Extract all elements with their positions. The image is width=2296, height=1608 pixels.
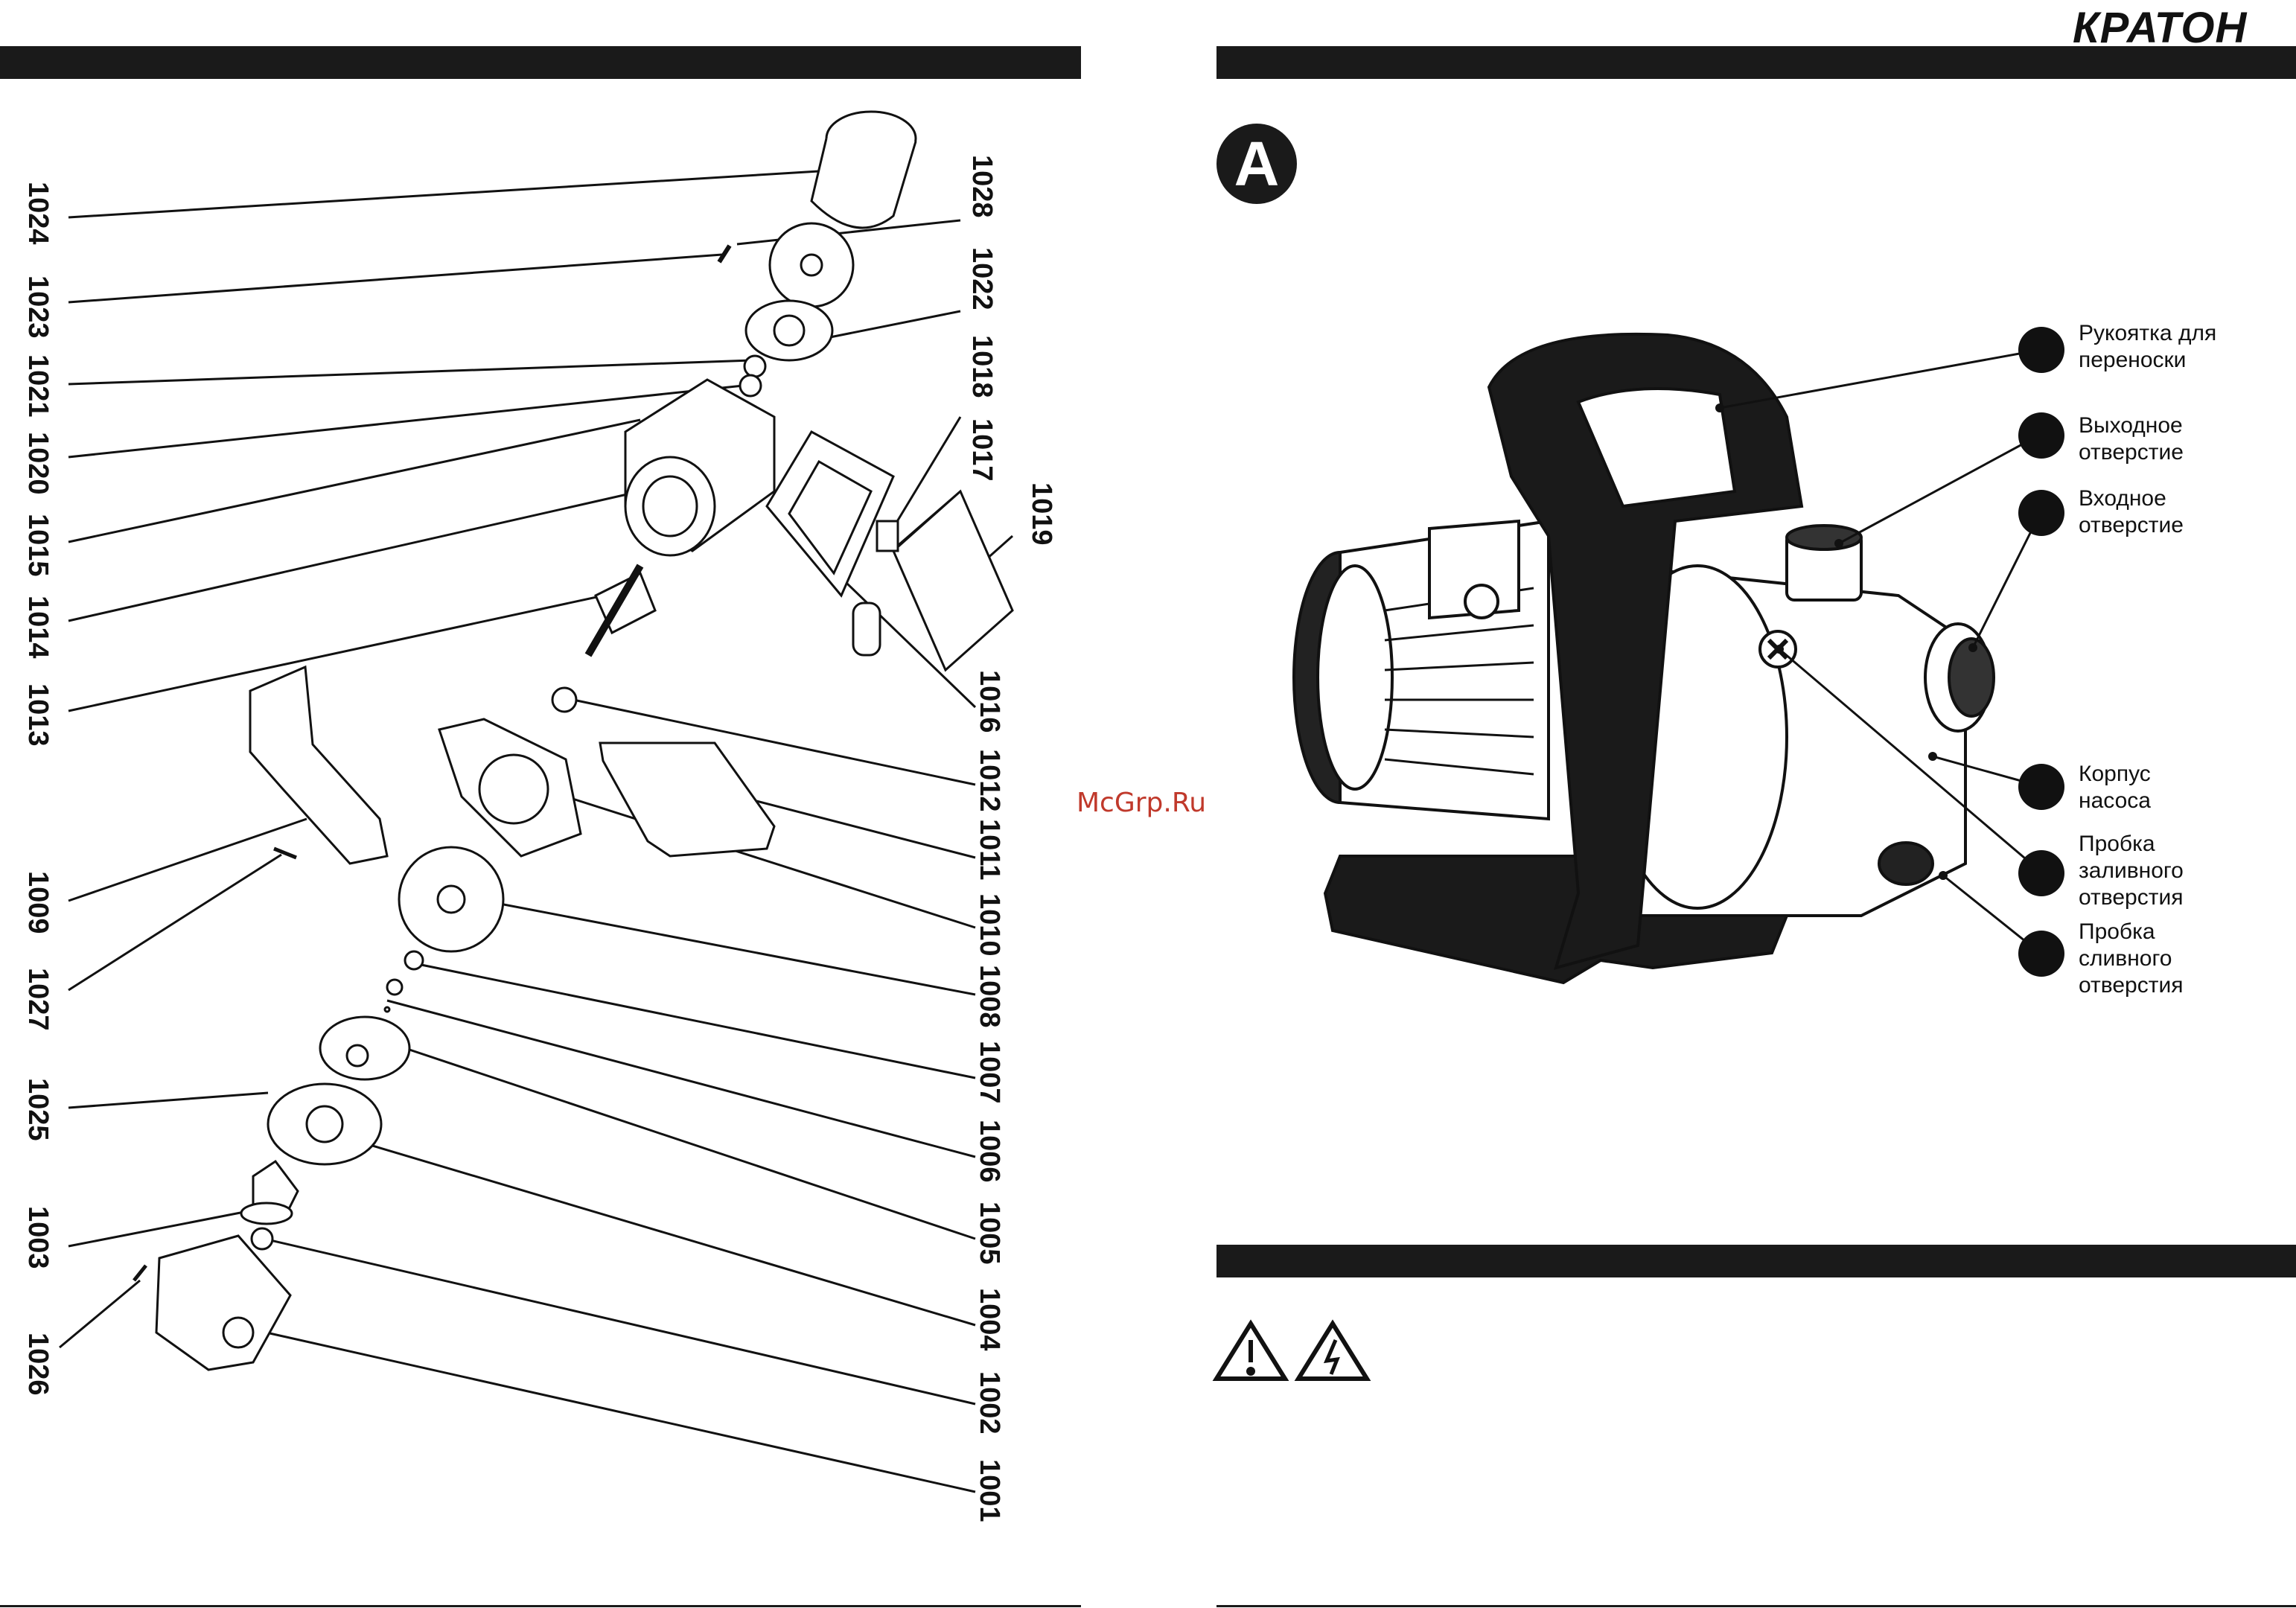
electrical-hazard-icon [1298, 1324, 1367, 1379]
part-label-left: 1015 [22, 514, 54, 577]
part-label-left: 1027 [22, 968, 54, 1031]
part-label-left: 1023 [22, 275, 54, 339]
part-label-right: 1006 [973, 1120, 1005, 1183]
callout-dot-outlet [2018, 412, 2064, 459]
callout-housing: Корпус насоса [2079, 761, 2151, 814]
callout-dot-drain-plug [2018, 931, 2064, 977]
warning-exclamation-icon [1216, 1324, 1285, 1379]
part-label-left: 1009 [22, 871, 54, 934]
part-label-right: 1001 [973, 1459, 1005, 1522]
part-label-right: 1004 [973, 1288, 1005, 1351]
part-label-right: 1005 [973, 1202, 1005, 1265]
part-label-right: 1007 [973, 1041, 1005, 1104]
callout-dot-housing [2018, 764, 2064, 810]
callout-outlet: Выходное отверстие [2079, 412, 2184, 466]
part-label-right: 1022 [966, 247, 998, 310]
callout-dot-inlet [2018, 490, 2064, 536]
part-label-right: 1008 [973, 965, 1005, 1028]
pump-illustration [1294, 334, 1994, 983]
part-label-right: 1012 [973, 749, 1005, 812]
callout-dot-handle [2018, 327, 2064, 373]
part-label-right: 1002 [973, 1371, 1005, 1435]
part-label-left: 1021 [22, 354, 54, 418]
callout-dot-fill-plug [2018, 850, 2064, 896]
part-label-left: 1020 [22, 432, 54, 495]
part-label-right: 1017 [966, 418, 998, 482]
part-label-right: 1019 [1025, 482, 1057, 546]
callout-fill-plug: Пробка заливного отверстия [2079, 831, 2184, 911]
part-label-left: 1003 [22, 1206, 54, 1269]
part-label-right: 1016 [973, 670, 1005, 733]
exploded-parts [134, 112, 1013, 1370]
part-label-left: 1014 [22, 596, 54, 659]
callout-handle: Рукоятка для переноски [2079, 320, 2216, 374]
callout-inlet: Входное отверстие [2079, 485, 2184, 539]
part-label-left: 1025 [22, 1078, 54, 1141]
part-label-left: 1026 [22, 1333, 54, 1396]
part-label-right: 1010 [973, 893, 1005, 957]
callout-drain-plug: Пробка сливного отверстия [2079, 919, 2183, 999]
part-label-right: 1028 [966, 155, 998, 218]
part-label-right: 1018 [966, 335, 998, 398]
part-label-left: 1013 [22, 683, 54, 747]
part-label-right: 1011 [973, 819, 1005, 880]
part-label-left: 1024 [22, 182, 54, 245]
